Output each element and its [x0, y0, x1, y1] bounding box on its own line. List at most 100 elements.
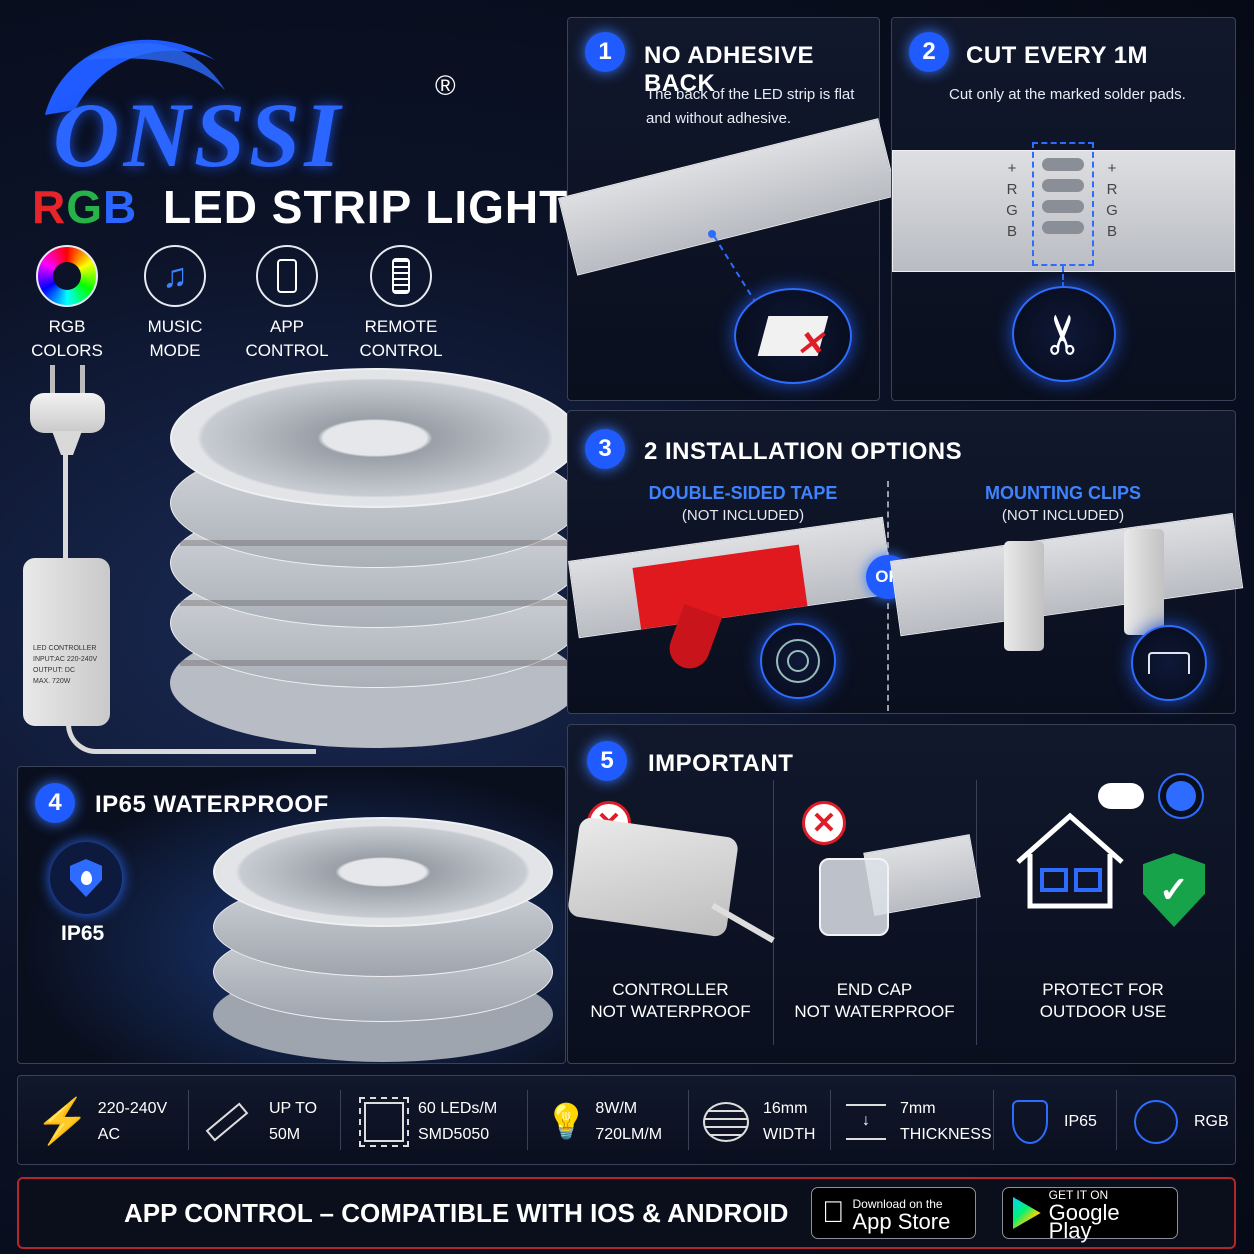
panel-important: 5 IMPORTANT ✕ CONTROLLER NOT WATERPROOF … — [566, 724, 1236, 1064]
important-divider-1 — [773, 780, 774, 1045]
pad-label-plus-right: + — [1107, 160, 1117, 177]
shield-drop-icon — [50, 842, 122, 914]
option-clips-label: MOUNTING CLIPS — [985, 483, 1141, 503]
controller-warning-l1: CONTROLLER — [612, 980, 729, 999]
spec-separator — [993, 1090, 994, 1150]
tape-roll-icon — [760, 623, 836, 699]
spec-separator — [188, 1090, 189, 1150]
color-wheel-icon — [36, 245, 98, 307]
option-tape-label: DOUBLE-SIDED TAPE — [648, 483, 838, 503]
brand-name: ONSSI — [53, 84, 345, 186]
mounting-clip-2 — [1124, 529, 1164, 635]
spec-separator — [830, 1090, 831, 1150]
spec-separator — [688, 1090, 689, 1150]
led-reel-main — [170, 368, 580, 748]
controller-label-3: OUTPUT: DC — [33, 667, 75, 674]
outdoor-tip-l1: PROTECT FOR — [1042, 980, 1164, 999]
step-number-1: 1 — [585, 32, 625, 72]
shield-drop-icon — [1012, 1100, 1048, 1144]
palette-icon — [1134, 1100, 1178, 1144]
chip-icon — [359, 1097, 409, 1147]
check-shield-icon: ✓ — [1143, 853, 1205, 927]
plug-icon — [30, 365, 105, 455]
pad-label-g-right: G — [1106, 202, 1118, 219]
remote-icon — [370, 245, 432, 307]
controller-label-1: LED CONTROLLER — [33, 645, 97, 652]
panel2-desc: Cut only at the marked solder pads. — [949, 86, 1186, 103]
step-number-2: 2 — [909, 32, 949, 72]
google-play-icon — [1013, 1197, 1041, 1229]
waterproof-reel — [213, 817, 553, 1062]
music-note-icon: ♫ — [144, 245, 206, 307]
cloud-rain-icon — [1098, 783, 1144, 809]
pad-label-r-left: R — [1006, 181, 1018, 198]
panel5-title: IMPORTANT — [648, 750, 794, 777]
panel1-desc-1: The back of the LED strip is flat — [646, 86, 855, 103]
google-play-button[interactable]: GET IT ON Google Play — [1002, 1187, 1178, 1243]
app-store-button[interactable]:  Download on the App Store — [811, 1187, 976, 1239]
controller-cable — [63, 455, 68, 560]
controller-label-4: MAX. 720W — [33, 678, 71, 685]
controller-box: LED CONTROLLER INPUT:AC 220-240V OUTPUT:… — [23, 558, 110, 726]
registered-mark: ® — [435, 70, 456, 101]
endcap-x-icon: ✕ — [802, 801, 846, 845]
strip-with-clips — [890, 512, 1244, 637]
endcap-image — [819, 858, 889, 936]
step-number-4: 4 — [35, 783, 75, 823]
option-clips-sub: (NOT INCLUDED) — [1001, 507, 1125, 524]
option-tape-sub: (NOT INCLUDED) — [681, 507, 805, 524]
pad-label-g-left: G — [1006, 202, 1018, 219]
phone-icon — [256, 245, 318, 307]
spec-separator — [1116, 1090, 1117, 1150]
step-number-3: 3 — [585, 429, 625, 469]
no-adhesive-icon: ✕ — [734, 288, 852, 384]
pad-label-r-right: R — [1106, 181, 1118, 198]
thickness-icon: ↓ — [846, 1104, 886, 1140]
step-number-5: 5 — [587, 741, 627, 781]
panel-ip65-waterproof: 4 IP65 WATERPROOF IP65 — [17, 766, 566, 1064]
spec-separator — [527, 1090, 528, 1150]
ruler-icon — [205, 1102, 249, 1142]
clip-icon — [1131, 625, 1207, 701]
gplay-small-text: GET IT ON — [1048, 1188, 1109, 1202]
spec-rgb: RGB — [1134, 1087, 1229, 1157]
endcap-warning-l1: END CAP — [836, 980, 913, 999]
important-divider-2 — [976, 780, 977, 1045]
cut-line — [1032, 142, 1094, 266]
spec-ip65: IP65 — [1012, 1087, 1097, 1157]
spec-separator — [340, 1090, 341, 1150]
reel-icon — [703, 1102, 749, 1142]
panel-cut-every-1m: 2 CUT EVERY 1M Cut only at the marked so… — [891, 17, 1236, 401]
panel3-title: 2 INSTALLATION OPTIONS — [644, 438, 963, 465]
sun-icon — [1166, 781, 1196, 811]
pad-label-b-left: B — [1006, 223, 1017, 240]
panel1-title: NO ADHESIVE BACK — [644, 42, 814, 97]
led-strip-back — [558, 118, 898, 276]
headline: RGB LED STRIP LIGHT — [32, 181, 569, 233]
gplay-big-text: Google Play — [1048, 1200, 1120, 1243]
lightning-icon: ⚡ — [35, 1097, 90, 1146]
pad-label-b-right: B — [1106, 223, 1117, 240]
panel-installation-options: 3 2 INSTALLATION OPTIONS DOUBLE-SIDED TA… — [567, 410, 1244, 714]
brand-logo: ONSSI ® — [25, 20, 475, 186]
panel2-title: CUT EVERY 1M — [966, 42, 1149, 69]
house-icon — [1012, 810, 1128, 910]
footer-text: APP CONTROL – COMPATIBLE WITH IOS & ANDR… — [124, 1198, 789, 1228]
panel1-desc-2: and without adhesive. — [646, 110, 792, 127]
appstore-small-text: Download on the — [830, 1197, 943, 1211]
outdoor-tip-l2: OUTDOOR USE — [1039, 1002, 1167, 1021]
bulb-icon: 💡 — [545, 1103, 588, 1141]
controller-warning-l2: NOT WATERPROOF — [590, 1002, 751, 1021]
endcap-warning-l2: NOT WATERPROOF — [794, 1002, 955, 1021]
logo-swoosh-icon — [45, 39, 225, 115]
panel-no-adhesive: 1 NO ADHESIVE BACK The back of the LED s… — [558, 17, 898, 401]
